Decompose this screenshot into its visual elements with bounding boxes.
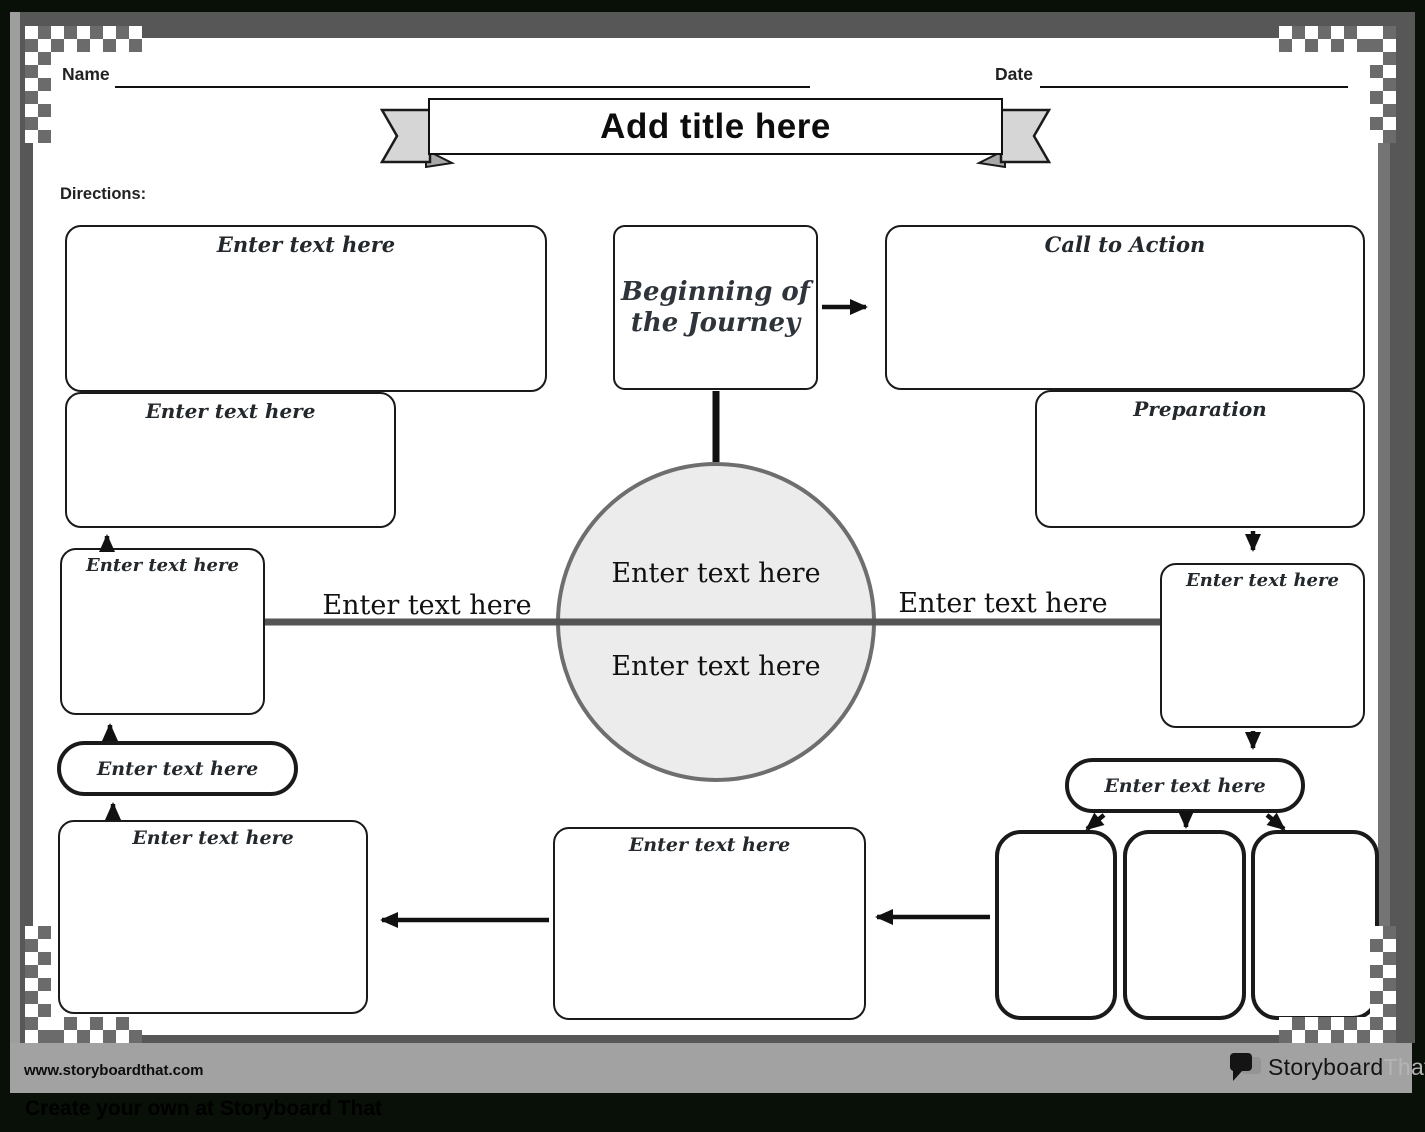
directions-label: Directions: (60, 185, 147, 203)
name-label: Name (62, 64, 110, 84)
website-url: www.storyboardthat.com (24, 1062, 204, 1079)
date-label: Date (995, 64, 1033, 84)
speech-bubble-logo-icon (1230, 1053, 1261, 1081)
box-bottom-right-2[interactable] (1123, 830, 1246, 1020)
box-left-second[interactable]: Enter text here (65, 392, 396, 528)
footer-band (10, 1043, 1412, 1093)
box-bottom-middle[interactable]: Enter text here (553, 827, 866, 1020)
box-left-middle[interactable]: Enter text here (60, 548, 265, 715)
brand-name-primary: Storyboard (1268, 1053, 1384, 1080)
brand-name-secondary: That (1383, 1053, 1425, 1080)
circle-top-text[interactable]: Enter text here (611, 558, 821, 589)
checker-corner-bottom-left-v (25, 926, 51, 1043)
name-entry-line[interactable] (115, 62, 810, 88)
box-bottom-right-3[interactable] (1251, 830, 1379, 1020)
date-entry-line[interactable] (1040, 62, 1348, 88)
checker-corner-top-left-v (25, 26, 51, 143)
axis-right-label[interactable]: Enter text here (898, 588, 1108, 619)
pill-left[interactable]: Enter text here (57, 741, 298, 796)
box-top-left[interactable]: Enter text here (65, 225, 547, 392)
title-text: Add title here (600, 106, 831, 146)
checker-corner-top-right-v (1370, 26, 1396, 143)
pill-right[interactable]: Enter text here (1065, 758, 1305, 813)
axis-left-label[interactable]: Enter text here (322, 590, 532, 621)
box-right-middle[interactable]: Enter text here (1160, 563, 1365, 728)
box-bottom-right-1[interactable] (995, 830, 1117, 1020)
circle-bottom-text[interactable]: Enter text here (611, 651, 821, 682)
checker-corner-bottom-right-v (1370, 926, 1396, 1043)
box-preparation[interactable]: Preparation (1035, 390, 1365, 528)
frame-highlight (10, 12, 20, 1043)
box-bottom-left[interactable]: Enter text here (58, 820, 368, 1014)
box-call-to-action[interactable]: Call to Action (885, 225, 1365, 390)
beginning-line-2: the Journey (630, 307, 801, 338)
title-banner[interactable]: Add title here (428, 98, 1003, 155)
beginning-line-1: Beginning of (621, 276, 810, 307)
frame-inner-edge (1378, 26, 1390, 1035)
box-beginning-of-journey[interactable]: Beginning of the Journey (613, 225, 818, 390)
footer-tagline: Create your own at Storyboard That (25, 1097, 383, 1120)
